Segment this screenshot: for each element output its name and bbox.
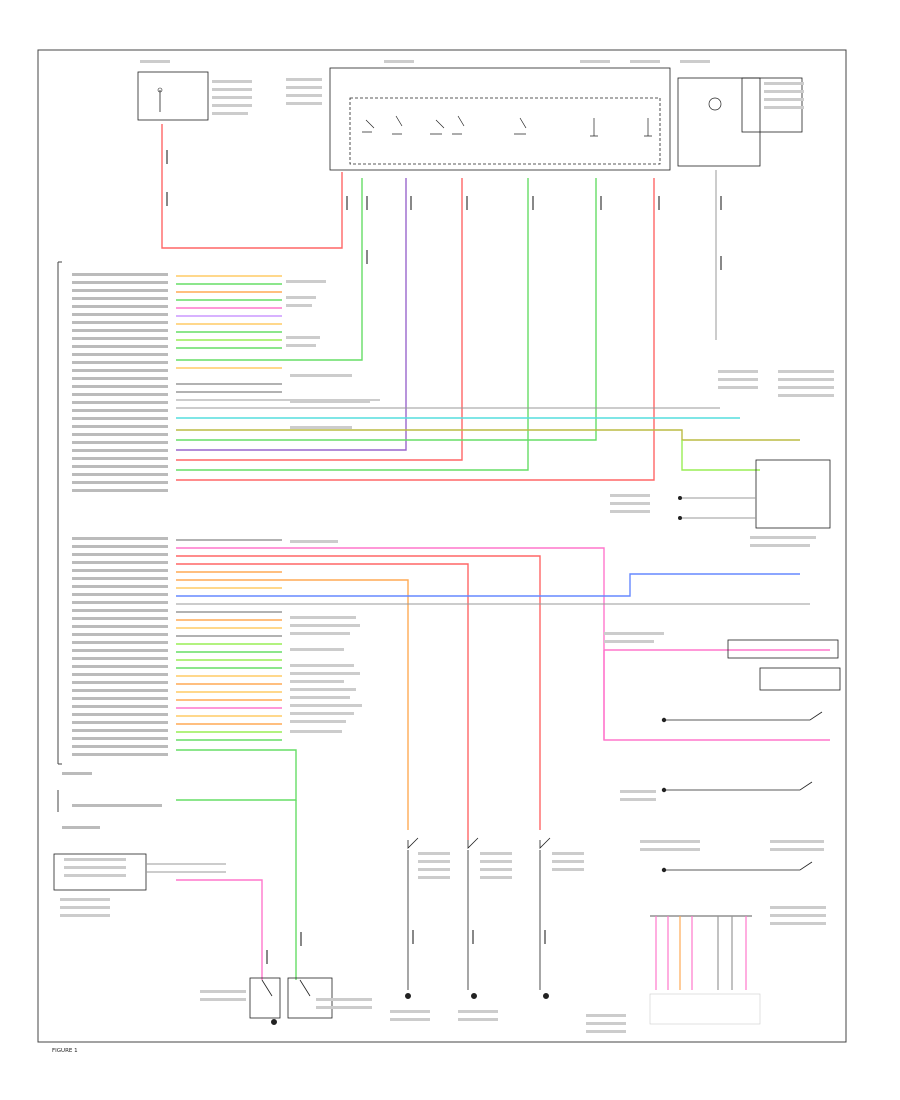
wires-top	[161, 124, 800, 481]
connector-pin-rows	[62, 273, 168, 829]
wire-green-1	[176, 178, 363, 361]
wire-red-main	[161, 124, 343, 249]
right-switches	[661, 711, 823, 873]
bottom-device-labels	[200, 852, 584, 1021]
climate-control-module	[53, 853, 226, 917]
stub-destination-labels	[286, 280, 370, 733]
ground-symbols	[271, 993, 549, 1025]
wire-blue-lower	[176, 573, 800, 597]
wires-lower	[176, 547, 830, 980]
bottom-right-connector	[649, 915, 761, 1025]
wire-green-3	[176, 178, 597, 441]
wire-orange-lower	[176, 579, 409, 830]
connector-lower-stubs	[176, 539, 282, 741]
connector-upper-stubs	[176, 275, 282, 393]
wire-purple	[176, 178, 407, 451]
wire-pink-long	[176, 547, 830, 741]
right-top-labels	[140, 60, 834, 1033]
bottom-switches	[407, 837, 551, 990]
relay-block-right	[677, 77, 803, 167]
power-distribution-center	[329, 67, 671, 171]
right-control-module	[610, 459, 831, 547]
wire-red-lower-2	[176, 563, 469, 840]
wire-olive	[176, 429, 800, 441]
wire-tags	[166, 150, 722, 964]
diagram-frame	[37, 49, 847, 1043]
page-reference: FIGURE 1	[52, 1048, 78, 1054]
relay-symbols	[362, 115, 652, 137]
wire-red-3	[176, 178, 655, 481]
fuse-block-left	[137, 71, 209, 121]
wire-green-lower	[176, 749, 297, 801]
module-connector-brackets	[57, 261, 62, 812]
wire-green-2	[176, 178, 529, 471]
right-sensor-module-1	[727, 639, 841, 691]
wire-pink-left-module	[176, 879, 263, 980]
wire-red-2	[176, 178, 463, 461]
wire-red-lower-1	[176, 555, 541, 830]
